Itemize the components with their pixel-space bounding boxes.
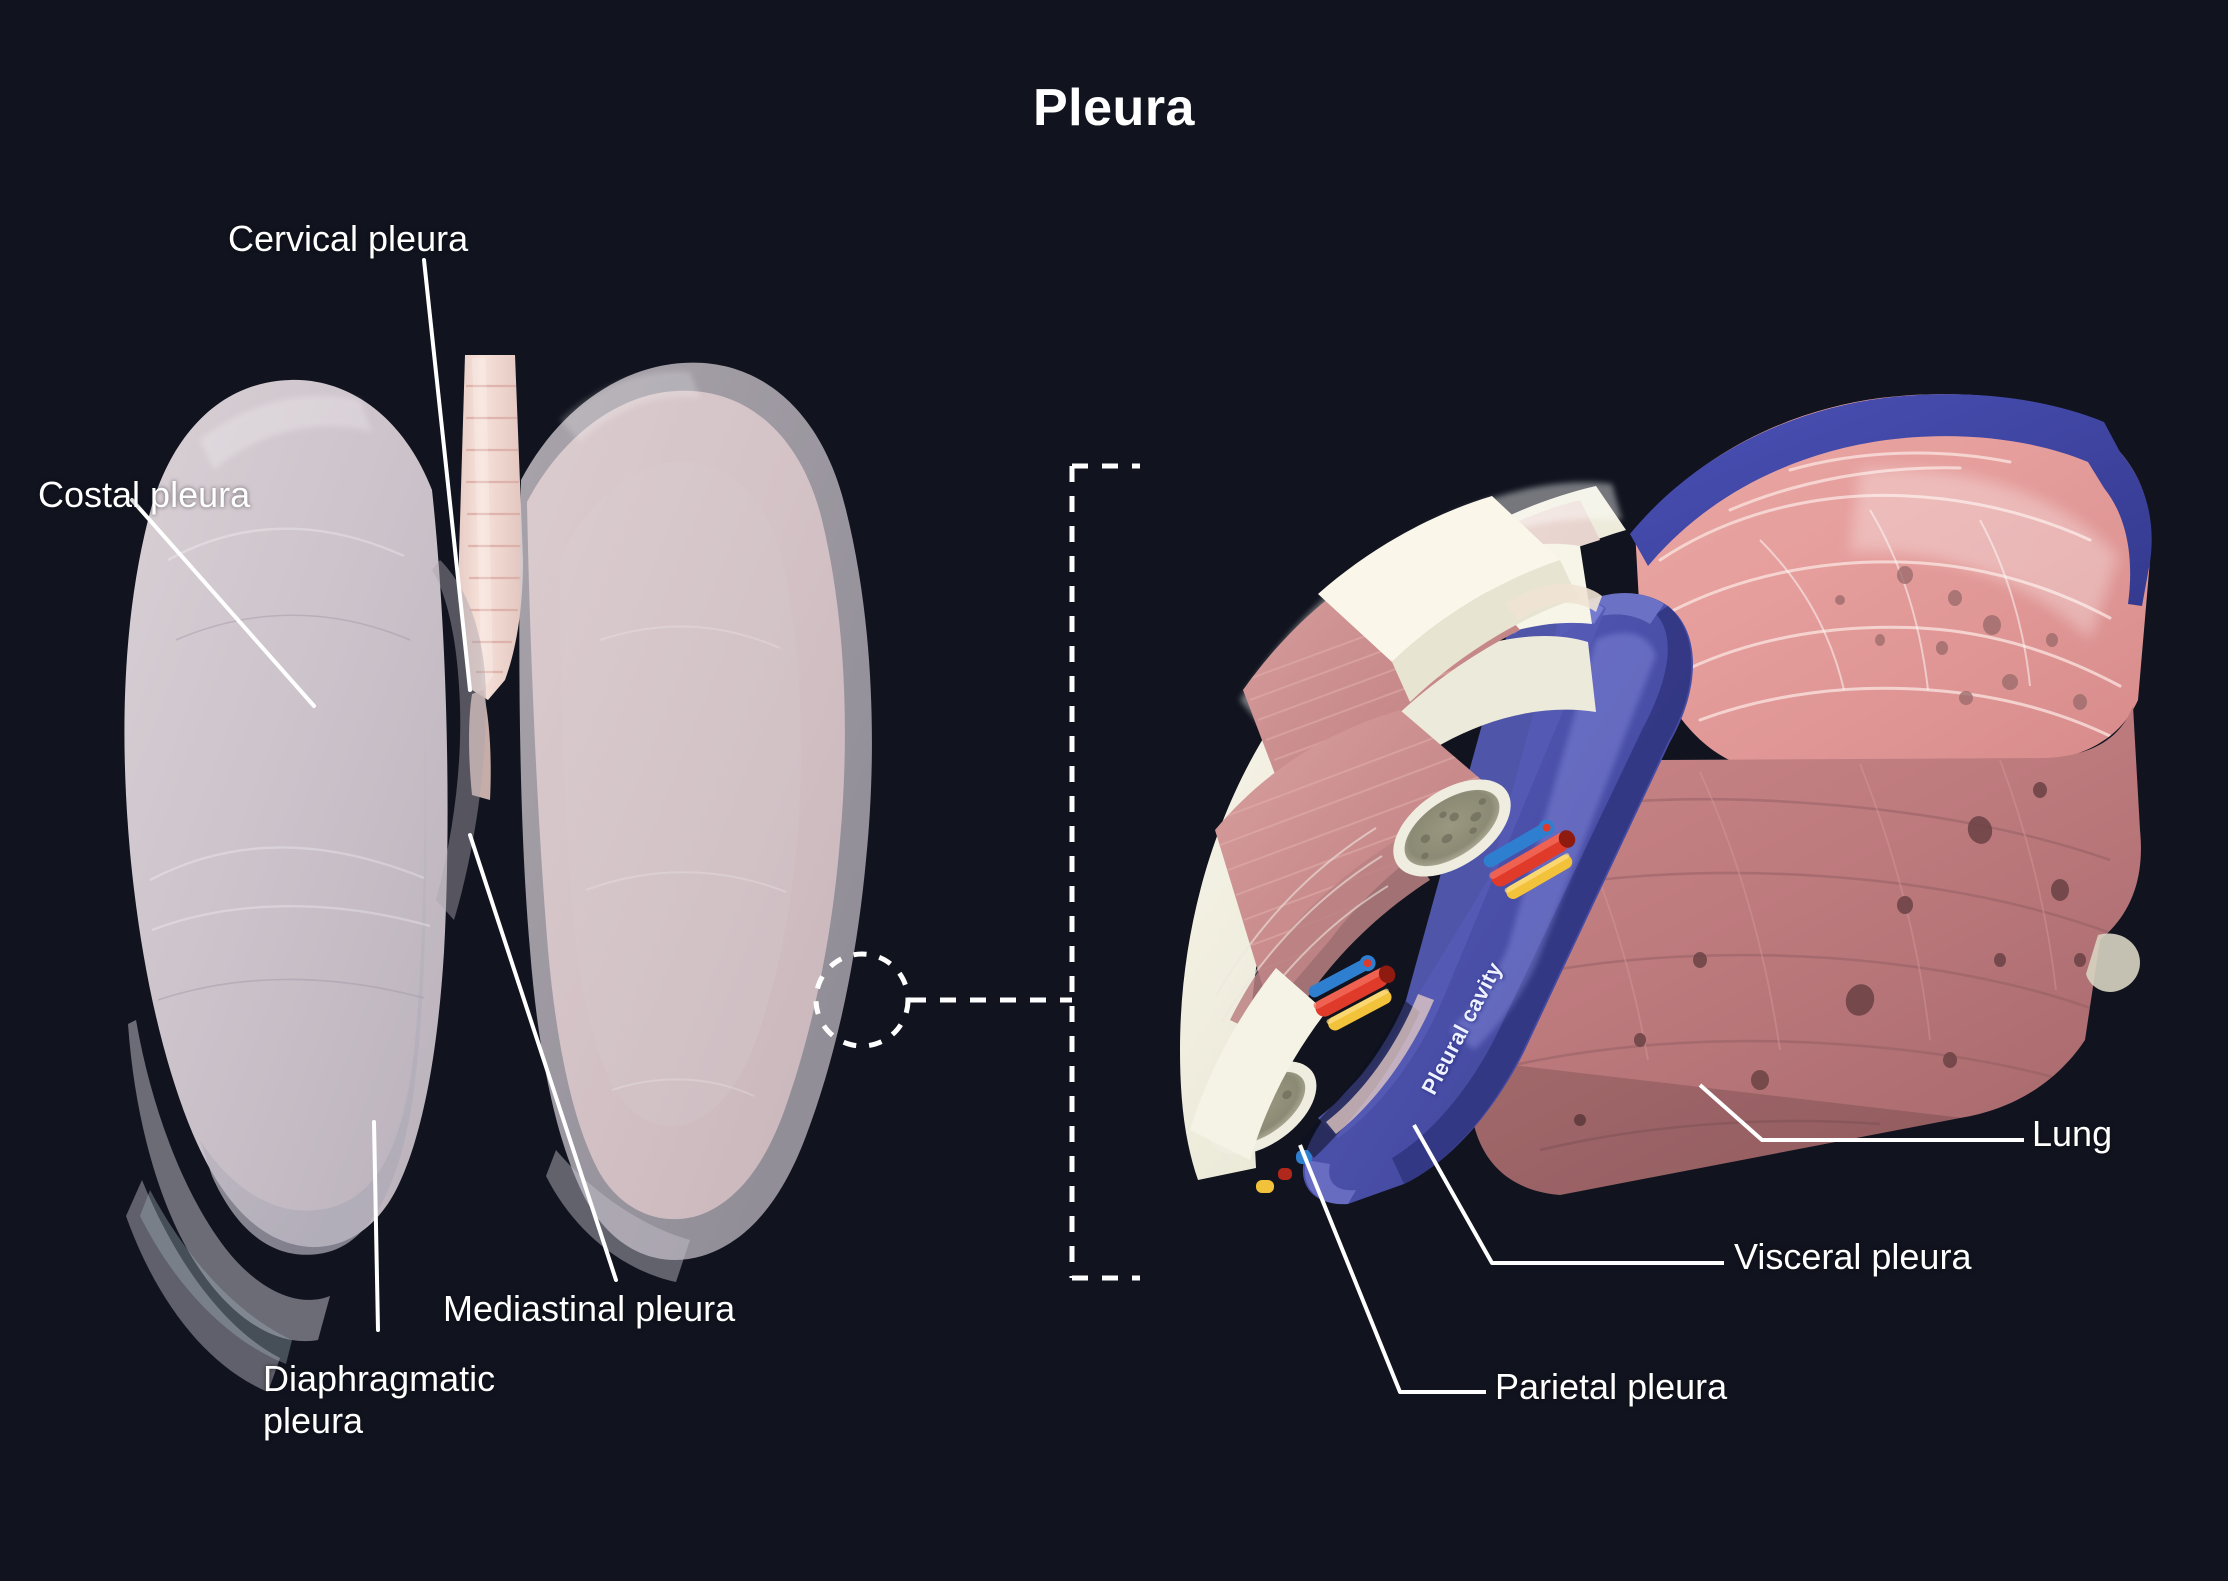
zoom-circle [813,951,911,1049]
label-parietal-pleura: Parietal pleura [1495,1366,1728,1407]
label-diaphragmatic-pleura: Diaphragmatic pleura [263,1358,496,1442]
lungs-figure [124,355,872,1392]
leader-diaphragmatic [372,1120,380,1332]
neurovascular-bundle-lower [1256,955,1396,1193]
leader-cervical [422,258,472,692]
trachea [458,355,523,800]
rib-cut-ends [1190,496,1578,1160]
chest-wall [1180,482,1626,1193]
thoracic-cutaway-figure [1180,394,2152,1205]
leader-costal [130,498,316,708]
leader-lines [130,258,618,1332]
leader-mediastinal [468,833,618,1282]
label-cervical-pleura: Cervical pleura [228,218,469,259]
leader-lung [1698,1083,2024,1142]
label-visceral-pleura: Visceral pleura [1734,1236,1972,1277]
leader-lines-right [1298,1083,2024,1394]
page-title: Pleura [1033,79,1195,137]
zoom-callout [813,463,1140,1281]
neurovascular-bundle-upper [1483,819,1576,899]
label-mediastinal-pleura: Mediastinal pleura [443,1288,736,1329]
lung-right-side [519,362,872,1282]
leader-parietal [1298,1144,1486,1394]
label-lung: Lung [2032,1113,2113,1154]
label-costal-pleura: Costal pleura [38,474,251,515]
lung-surface [1635,394,2152,770]
lung-left-side [124,379,448,1392]
leader-visceral [1412,1124,1724,1265]
